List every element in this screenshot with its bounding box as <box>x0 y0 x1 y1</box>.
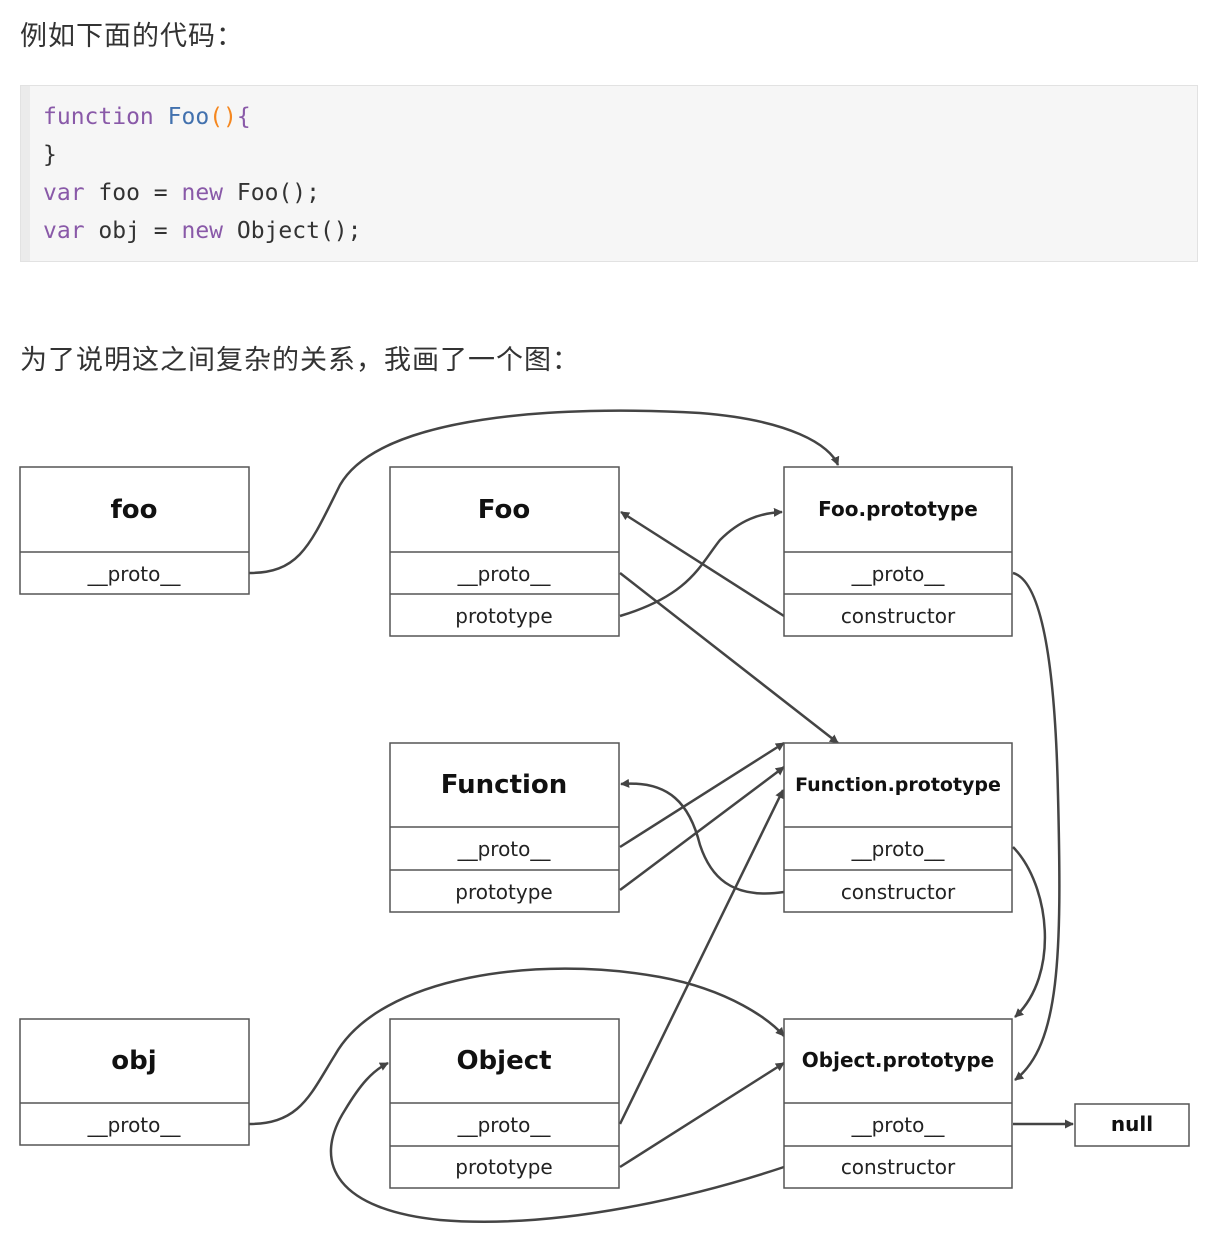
code-text: obj = <box>84 218 182 244</box>
node-field: __proto__ <box>457 837 552 861</box>
code-text: Object(); <box>223 218 362 244</box>
arrow-FunctionProto-proto <box>1012 846 1047 1018</box>
node-ObjectProto: Object.prototype __proto__ constructor <box>783 1018 1013 1189</box>
code-line-3: var foo = new Foo(); <box>43 180 320 206</box>
node-Foo: Foo __proto__ prototype <box>389 466 620 637</box>
node-obj: obj __proto__ <box>19 1018 250 1146</box>
arrow-Object-proto <box>618 789 785 1125</box>
node-field: constructor <box>841 1155 956 1179</box>
node-title: Object <box>456 1046 551 1076</box>
intro-text: 例如下面的代码： <box>20 21 244 52</box>
node-field: prototype <box>455 604 552 628</box>
node-Function: Function __proto__ prototype <box>389 742 620 913</box>
node-field: __proto__ <box>457 562 552 586</box>
node-title: obj <box>111 1046 156 1076</box>
code-line-4: var obj = new Object(); <box>43 218 362 244</box>
node-title: Function.prototype <box>795 774 1001 796</box>
arrow-Object-prototype <box>619 1061 785 1169</box>
code-keyword: function <box>43 104 154 130</box>
arrow-FooProto-proto <box>1012 571 1061 1081</box>
node-null: null <box>1074 1103 1190 1147</box>
code-text: foo = <box>84 180 182 206</box>
arrow-ObjectProto-constructor <box>329 1061 785 1223</box>
node-title: null <box>1111 1112 1153 1136</box>
arrow-Foo-prototype <box>619 507 783 618</box>
explain-text: 为了说明这之间复杂的关系，我画了一个图： <box>20 345 580 376</box>
node-title: Object.prototype <box>802 1048 994 1072</box>
node-title: Foo <box>478 495 530 525</box>
arrow-FooProto-constructor <box>620 510 785 618</box>
node-field: __proto__ <box>457 1113 552 1137</box>
node-FunctionProto: Function.prototype __proto__ constructor <box>783 742 1013 913</box>
node-field: prototype <box>455 1155 552 1179</box>
code-text: Foo(); <box>223 180 320 206</box>
code-keyword: new <box>181 180 224 206</box>
code-line-2: } <box>43 142 57 168</box>
node-title: foo <box>110 495 157 525</box>
code-function-name: Foo <box>167 104 210 130</box>
code-keyword: var <box>43 218 85 244</box>
code-line-1: function Foo(){ <box>43 104 251 130</box>
node-title: Function <box>441 770 568 800</box>
prototype-diagram: foo __proto__ Foo __proto__ prototype Fo… <box>19 409 1190 1223</box>
node-foo: foo __proto__ <box>19 466 250 595</box>
code-block: function Foo(){ } var foo = new Foo(); v… <box>20 85 1198 262</box>
node-title: Foo.prototype <box>818 497 978 521</box>
node-field: __proto__ <box>851 837 946 861</box>
arrow-FunctionProto-constructor <box>620 778 785 895</box>
node-field: prototype <box>455 880 552 904</box>
node-field: __proto__ <box>87 562 182 586</box>
node-field: __proto__ <box>87 1113 182 1137</box>
arrow-foo-proto <box>248 409 840 575</box>
node-field: __proto__ <box>851 1113 946 1137</box>
node-field: __proto__ <box>851 562 946 586</box>
code-keyword: new <box>181 218 224 244</box>
arrow-Function-proto <box>619 741 785 849</box>
arrow-Function-prototype <box>619 766 785 891</box>
code-brace: { <box>236 104 251 130</box>
arrow-obj-proto <box>248 967 785 1126</box>
node-Object: Object __proto__ prototype <box>389 1018 620 1189</box>
node-field: constructor <box>841 604 956 628</box>
code-parens: () <box>209 104 237 130</box>
arrows <box>248 409 1074 1223</box>
arrow-Foo-proto <box>619 572 839 744</box>
node-field: constructor <box>841 880 956 904</box>
node-FooProto: Foo.prototype __proto__ constructor <box>783 466 1013 637</box>
code-keyword: var <box>43 180 85 206</box>
